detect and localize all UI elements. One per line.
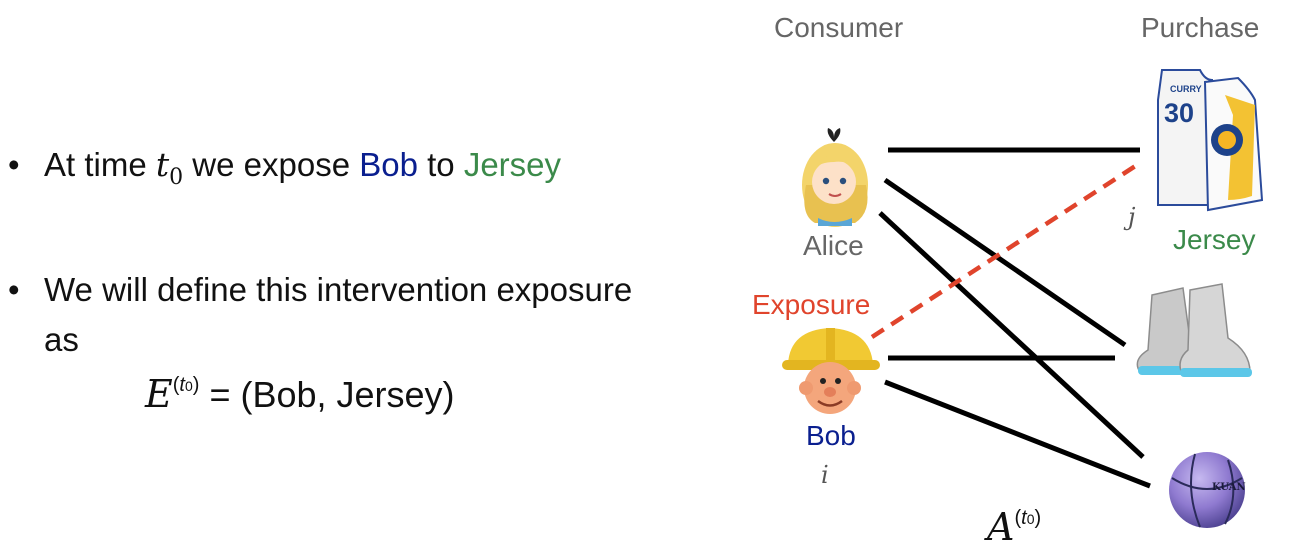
alice-label: Alice xyxy=(803,230,864,261)
basketball-image: KUAN xyxy=(1169,452,1246,528)
bullet-1-item: Jersey xyxy=(463,146,562,183)
sneakers-image xyxy=(1136,283,1252,377)
bullet-dot: • xyxy=(8,146,20,183)
jersey-image: CURRY 30 xyxy=(1157,69,1264,212)
ball-text: KUAN xyxy=(1212,482,1246,493)
equation-rhs: = (Bob, Jersey) xyxy=(199,374,455,415)
exposure-equation: E(t0) = (Bob, Jersey) xyxy=(145,372,455,416)
equation-superscript: (t0) xyxy=(172,374,200,396)
adjacency-label: A(t0) xyxy=(987,505,1042,549)
bullet-1-prefix: At time xyxy=(44,146,156,183)
time-variable: t0 xyxy=(155,145,184,190)
bullet-dot: • xyxy=(8,271,20,308)
alice-avatar xyxy=(802,128,868,227)
equation-lhs: E xyxy=(145,372,173,416)
bullet-2: • We will define this intervention exposu… xyxy=(8,270,632,310)
exposure-edge-bob-jersey xyxy=(870,161,1142,339)
jersey-label: Jersey xyxy=(1173,224,1256,255)
exposure-label: Exposure xyxy=(752,289,871,320)
purchase-header: Purchase xyxy=(1141,12,1260,43)
bullet-1-to: to xyxy=(417,146,464,183)
consumer-header: Consumer xyxy=(774,12,904,43)
bullet-1: • At time t0 we expose Bob to Jersey xyxy=(8,145,561,190)
edge-alice-shoes xyxy=(883,177,1127,348)
bob-avatar xyxy=(782,328,880,414)
bob-label: Bob xyxy=(806,420,856,451)
jersey-index: j xyxy=(1128,203,1136,231)
bullet-1-user: Bob xyxy=(359,146,418,183)
bob-index: i xyxy=(821,461,829,489)
jersey-name: CURRY xyxy=(1170,84,1202,94)
jersey-number: 30 xyxy=(1164,98,1194,128)
bullet-2-continuation: as xyxy=(44,321,79,358)
edge-alice-ball xyxy=(878,211,1145,459)
bullet-2-line1: We will define this intervention exposur… xyxy=(44,271,633,308)
bullet-1-middle: we expose xyxy=(183,146,360,183)
edge-bob-ball xyxy=(884,379,1151,489)
